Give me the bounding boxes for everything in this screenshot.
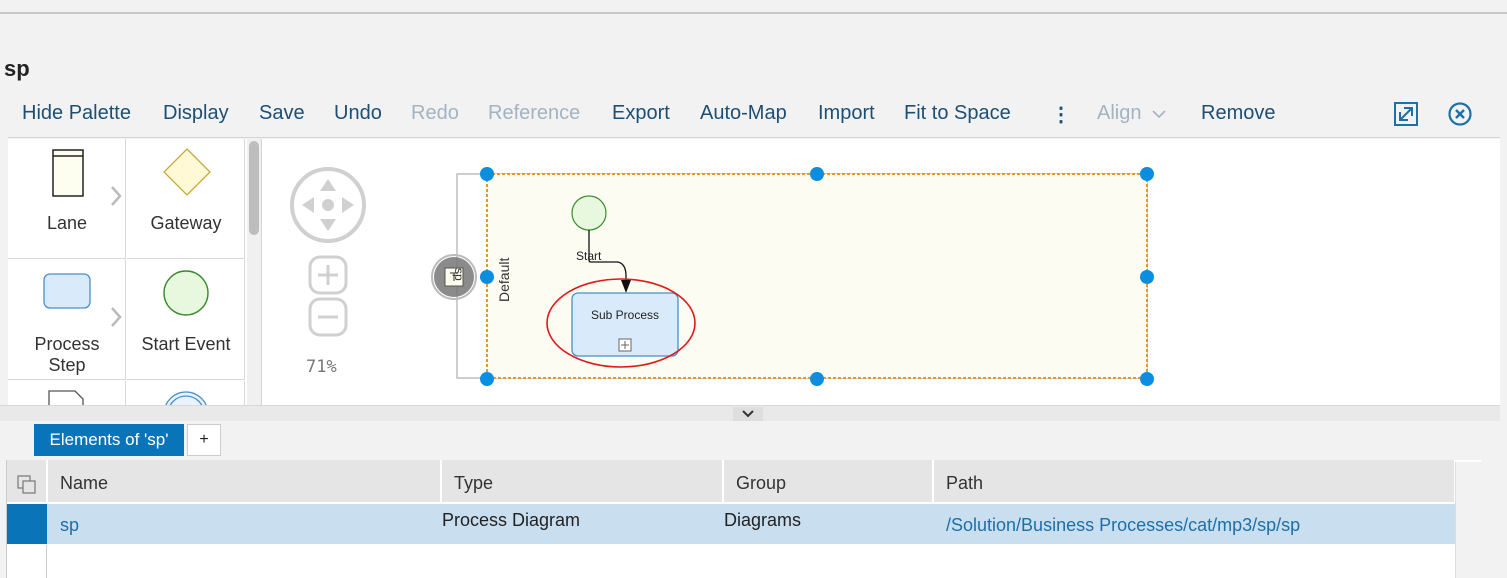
selection-handles[interactable] xyxy=(480,167,1154,386)
tab-elements[interactable]: Elements of 'sp' xyxy=(34,424,184,456)
cell-type: Process Diagram xyxy=(442,510,581,530)
page-title: sp xyxy=(4,56,30,81)
import-button[interactable]: Import xyxy=(818,102,875,124)
start-event[interactable] xyxy=(571,195,607,231)
zoom-level: 71% xyxy=(306,357,337,377)
expand-marker-icon[interactable] xyxy=(618,338,632,352)
diagram xyxy=(431,167,1154,386)
palette-item-process-step[interactable]: Process Step xyxy=(8,260,126,380)
chevron-down-icon[interactable] xyxy=(733,407,763,421)
column-header-group[interactable]: Group xyxy=(724,460,933,502)
add-tab-button[interactable]: + xyxy=(187,424,221,456)
zoom-in-icon[interactable] xyxy=(308,255,348,295)
start-event-label: Start xyxy=(576,249,602,263)
table-scrollbar[interactable] xyxy=(1455,462,1481,578)
table-row[interactable]: sp Process Diagram Diagrams /Solution/Bu… xyxy=(7,504,1455,544)
palette-item-document[interactable] xyxy=(8,381,126,405)
auto-map-button[interactable]: Auto-Map xyxy=(700,102,787,124)
copy-icon[interactable] xyxy=(16,474,38,496)
palette-label-start-event: Start Event xyxy=(141,334,231,354)
palette-item-gateway[interactable]: Gateway xyxy=(127,139,245,259)
remove-button[interactable]: Remove xyxy=(1201,102,1276,124)
column-header-type[interactable]: Type xyxy=(442,460,723,502)
palette-label-lane: Lane xyxy=(46,213,88,233)
close-icon[interactable] xyxy=(1446,100,1474,128)
align-label: Align xyxy=(1097,102,1142,124)
palette-item-intermediate-event[interactable] xyxy=(127,381,245,405)
lane-icon xyxy=(52,149,84,197)
palette-label-gateway: Gateway xyxy=(150,213,222,233)
palette-label-process-line1: Process xyxy=(34,334,100,354)
pan-control[interactable] xyxy=(288,165,368,245)
row-selector-empty xyxy=(7,545,47,578)
palette-scrollbar-thumb[interactable] xyxy=(249,141,259,235)
top-border xyxy=(0,12,1507,14)
elements-table: Name Type Group Path sp Process Diagram … xyxy=(6,460,1481,578)
cell-group: Diagrams xyxy=(724,510,802,530)
more-menu-button[interactable]: ⋮ xyxy=(1051,104,1071,126)
pool-handle-icon[interactable] xyxy=(431,254,477,300)
undo-button[interactable]: Undo xyxy=(334,102,382,124)
sub-process-label: Sub Process xyxy=(590,308,660,322)
start-event-icon xyxy=(163,270,209,316)
palette-label-process-line2: Step xyxy=(48,355,86,375)
column-header-path[interactable]: Path xyxy=(934,460,1455,502)
expand-icon[interactable] xyxy=(1392,100,1420,128)
display-button[interactable]: Display xyxy=(163,102,229,124)
reference-button[interactable]: Reference xyxy=(488,102,581,124)
process-step-icon xyxy=(43,273,91,309)
toolbar: Hide Palette Display Save Undo Redo Refe… xyxy=(8,92,1500,138)
intermediate-event-icon xyxy=(165,391,207,405)
cell-path[interactable]: /Solution/Business Processes/cat/mp3/sp/… xyxy=(946,515,1301,535)
row-selector[interactable] xyxy=(7,504,47,544)
document-icon xyxy=(48,390,84,405)
hide-palette-button[interactable]: Hide Palette xyxy=(22,102,131,124)
highlight-ellipse xyxy=(546,278,696,368)
column-header-name[interactable]: Name xyxy=(48,460,441,502)
redo-button[interactable]: Redo xyxy=(411,102,459,124)
pool-label: sp xyxy=(452,268,466,281)
sequence-flow[interactable] xyxy=(588,230,627,284)
gateway-icon xyxy=(163,148,211,196)
palette-item-lane[interactable]: Lane xyxy=(8,139,126,259)
palette-scrollbar[interactable] xyxy=(247,139,261,405)
save-button[interactable]: Save xyxy=(259,102,305,124)
chevron-right-icon xyxy=(111,186,122,206)
zoom-out-icon[interactable] xyxy=(308,297,348,337)
export-button[interactable]: Export xyxy=(612,102,670,124)
palette: Lane Gateway Process Step Start Event xyxy=(8,139,262,405)
chevron-down-icon xyxy=(1152,110,1166,118)
palette-item-start-event[interactable]: Start Event xyxy=(127,260,245,380)
chevron-right-icon xyxy=(111,307,122,327)
cell-name[interactable]: sp xyxy=(60,515,80,535)
fit-to-space-button[interactable]: Fit to Space xyxy=(904,102,1011,124)
sub-process[interactable] xyxy=(571,292,679,357)
align-dropdown[interactable]: Align xyxy=(1097,102,1167,125)
arrow-head xyxy=(621,280,631,293)
panel-splitter[interactable] xyxy=(0,405,1500,421)
lane-label: Default xyxy=(496,257,512,302)
select-all-header[interactable] xyxy=(7,460,47,502)
